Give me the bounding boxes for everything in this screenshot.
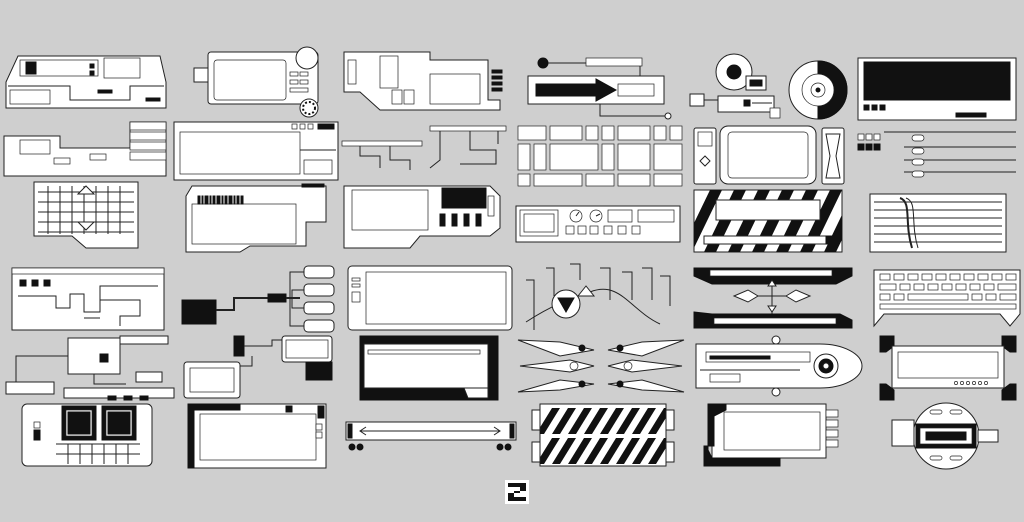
hud-device-panel-1	[5, 55, 167, 109]
hud-circuit-lines	[341, 125, 507, 170]
hud-window-frame	[173, 121, 339, 181]
hud-lined-plate	[869, 193, 1007, 253]
hud-disc-gauge	[788, 60, 848, 120]
hud-striped-battery	[531, 403, 675, 467]
hud-equalizer-target	[525, 263, 671, 330]
hud-keypad-grid	[517, 125, 683, 187]
hud-display-module	[343, 185, 501, 249]
hud-eye-shapes	[517, 339, 685, 393]
hud-gauge-panel	[515, 205, 681, 243]
hud-flow-boxes	[5, 335, 175, 401]
hud-toggle-list	[857, 131, 1016, 178]
hud-crosshair-bar	[693, 267, 853, 329]
hud-cable-connector	[181, 265, 335, 333]
hud-round-device	[891, 402, 999, 470]
hud-arrow-panel	[527, 57, 672, 120]
hud-corner-window	[187, 403, 327, 469]
hud-hazard-frame	[693, 189, 843, 253]
hud-device-panel-3	[343, 51, 503, 111]
hud-barcode-panel	[185, 183, 327, 253]
hud-dual-square-panel	[21, 403, 153, 467]
hud-small-windows	[183, 335, 333, 399]
hud-tablet-frame	[347, 265, 513, 331]
hud-device-panel-2	[193, 46, 319, 118]
hud-range-bar	[345, 421, 517, 451]
hud-notched-screen	[359, 335, 499, 401]
hud-graph-window	[11, 267, 165, 331]
hud-tab-bracket	[703, 403, 839, 467]
hud-black-screen	[857, 57, 1017, 121]
hud-slider-dial	[695, 335, 863, 397]
hud-grid-chart	[33, 181, 139, 249]
hud-handheld-device	[693, 125, 845, 185]
hud-stepped-panel	[3, 121, 167, 177]
hud-radar-module	[689, 53, 781, 119]
logo-mark	[505, 480, 529, 504]
hud-bracket-frame	[879, 335, 1017, 401]
hud-keyboard-panel	[873, 269, 1021, 328]
